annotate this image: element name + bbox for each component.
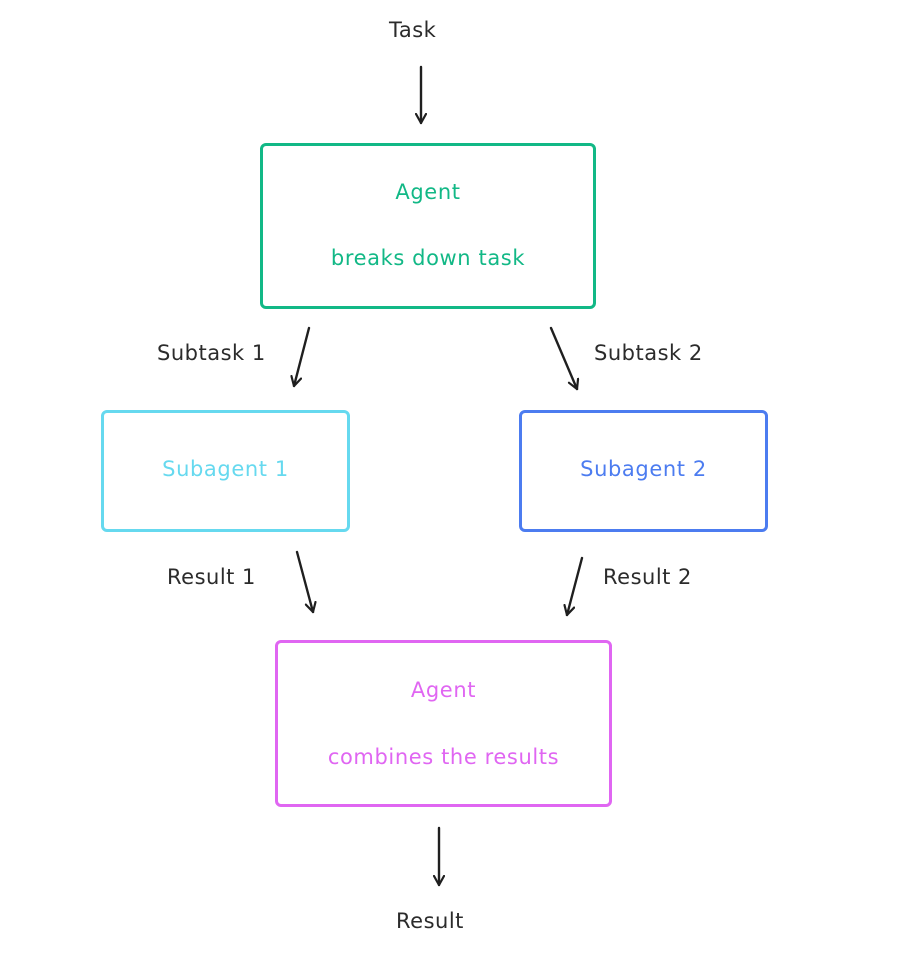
result-2-label: Result 2 [603, 565, 692, 589]
result-label: Result [396, 909, 464, 933]
combiner-agent-title: Agent [410, 678, 477, 702]
subtask-1-label: Subtask 1 [157, 341, 266, 365]
combiner-agent-node: Agent combines the results [275, 640, 612, 807]
arrow-planner-to-subagent-1 [294, 326, 311, 388]
subagent-1-title: Subagent 1 [162, 457, 289, 481]
combiner-agent-subtitle: combines the results [327, 745, 560, 769]
subagent-1-node: Subagent 1 [101, 410, 350, 532]
arrow-subagent-1-to-combiner [295, 550, 313, 614]
subagent-2-node: Subagent 2 [519, 410, 768, 532]
planner-agent-subtitle: breaks down task [330, 246, 526, 270]
arrow-subagent-2-to-combiner [567, 556, 584, 617]
subtask-2-label: Subtask 2 [594, 341, 703, 365]
task-label: Task [389, 18, 437, 42]
subagent-2-title: Subagent 2 [580, 457, 707, 481]
planner-agent-title: Agent [395, 180, 461, 204]
result-1-label: Result 1 [167, 565, 256, 589]
arrow-planner-to-subagent-2 [549, 326, 577, 391]
planner-agent-node: Agent breaks down task [260, 143, 596, 309]
